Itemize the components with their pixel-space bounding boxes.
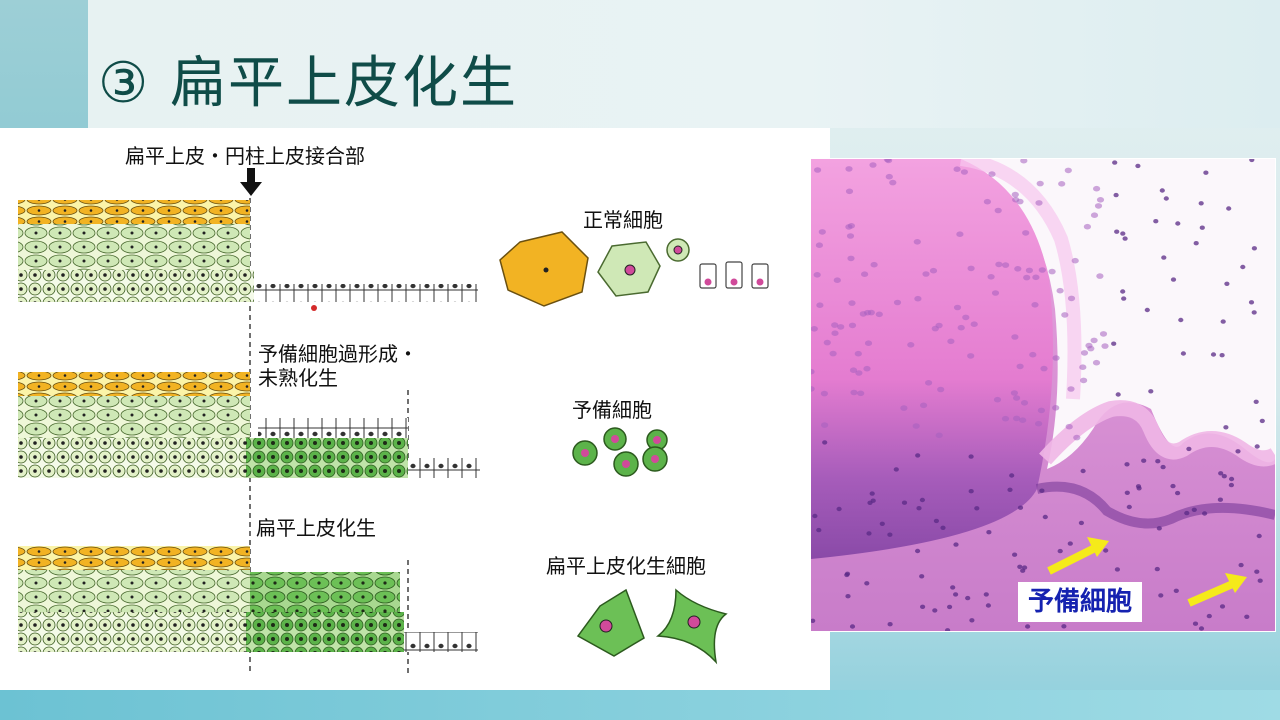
- reserve-cells-label: 予備細胞: [572, 398, 652, 422]
- metaplastic-cells-label: 扁平上皮化生細胞: [546, 554, 706, 578]
- metaplastic-cells-illustration: [576, 588, 728, 665]
- row3-label: 扁平上皮化生: [256, 516, 376, 540]
- metaplasia-diagram: [18, 168, 769, 673]
- red-dot-marker: [311, 305, 317, 311]
- junction-arrow-head: [240, 182, 262, 196]
- title-area: [88, 0, 1280, 128]
- junction-arrow-stem: [247, 168, 255, 182]
- row2-label-line2: 未熟化生: [258, 366, 338, 390]
- histology-micrograph: [810, 158, 1276, 632]
- normal-cells-label: 正常細胞: [583, 208, 663, 232]
- row-reserve-hyperplasia: [18, 372, 480, 478]
- slide-title: ③ 扁平上皮化生: [98, 51, 519, 116]
- row-normal-epithelium: [18, 200, 478, 302]
- yellow-arrow-right: [1187, 573, 1247, 607]
- reserve-cells-annotation: 予備細胞: [1018, 582, 1143, 622]
- reserve-cells-illustration: [572, 427, 668, 477]
- junction-label: 扁平上皮・円柱上皮接合部: [125, 144, 365, 168]
- he-stain-image: [811, 159, 1275, 631]
- diagram-panel: 扁平上皮・円柱上皮接合部 予備細胞過形成・ 未熟化生 扁平上皮化生 正常細胞 予…: [0, 128, 830, 690]
- row2-label-line1: 予備細胞過形成・: [258, 342, 418, 366]
- normal-cells-illustration: [499, 231, 769, 307]
- yellow-arrow-left: [1047, 537, 1109, 575]
- row-squamous-metaplasia: [18, 546, 478, 652]
- bottom-accent-band: [0, 690, 1280, 720]
